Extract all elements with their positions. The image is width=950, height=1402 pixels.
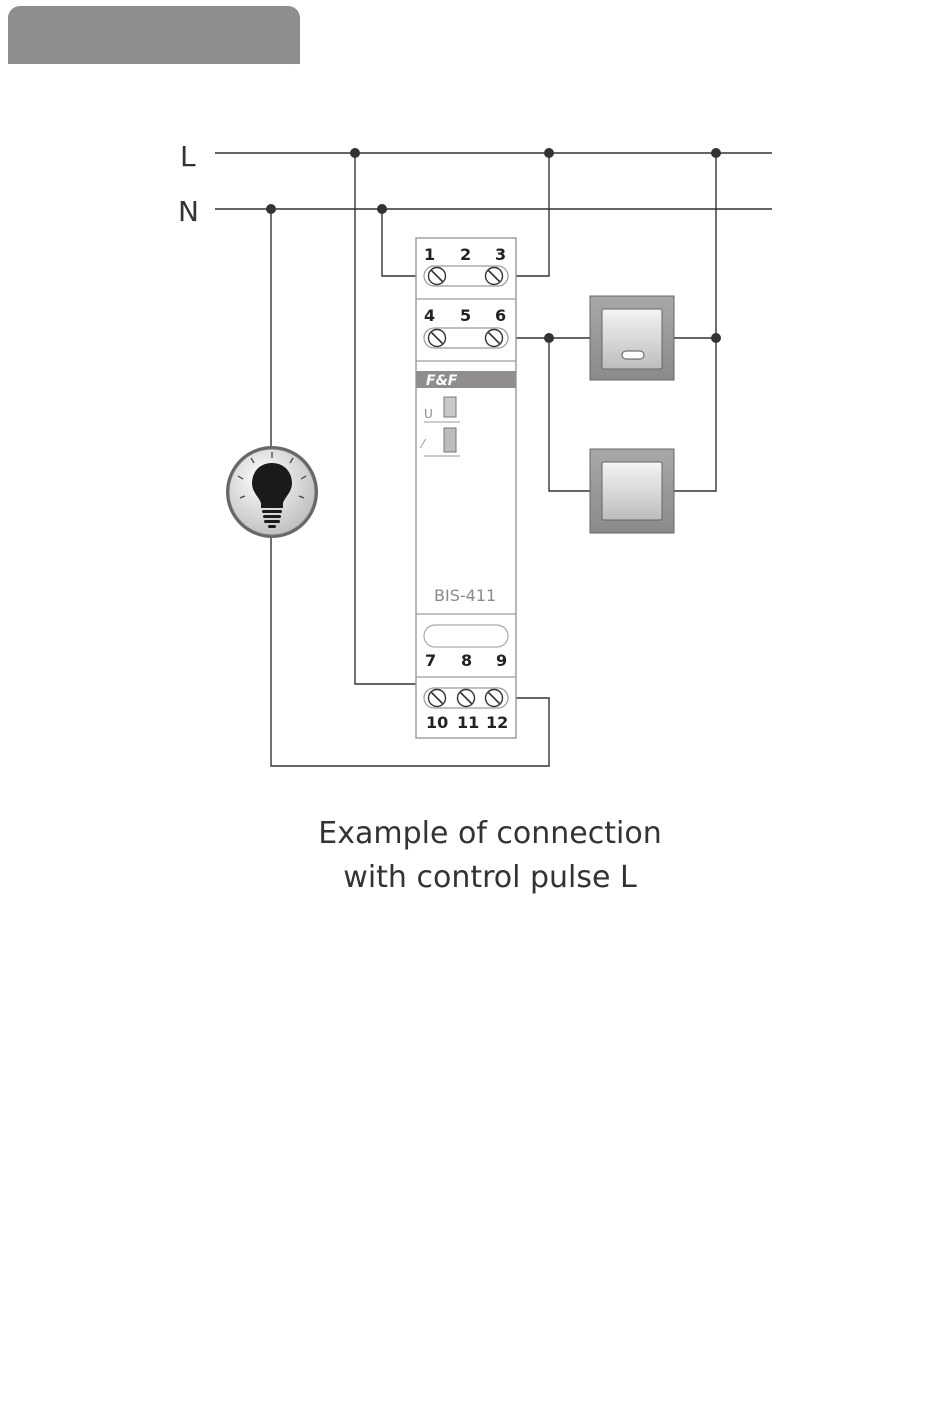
terminal-label: 3 [495, 245, 506, 264]
terminal-label: 8 [461, 651, 472, 670]
junction-dot [711, 148, 721, 158]
screw-terminal-3 [486, 268, 503, 285]
brand-logo: F&F [426, 373, 458, 389]
screw-terminal-1 [429, 268, 446, 285]
junction-dot [711, 333, 721, 343]
relay-device: 1 2 3 4 5 6 F&F U ⁄ BIS-411 7 8 9 [416, 238, 516, 738]
label-slot [424, 625, 508, 647]
junction-dot [266, 204, 276, 214]
junction-dot [377, 204, 387, 214]
light-bulb-icon [226, 446, 318, 538]
screw-terminal-10 [429, 690, 446, 707]
terminal-label: 5 [460, 306, 471, 325]
junction-dot [544, 148, 554, 158]
led-power-label: U [424, 407, 433, 421]
neutral-line-label: N [178, 195, 199, 228]
diagram-caption: Example of connection with control pulse… [250, 812, 730, 900]
led-power [444, 397, 456, 417]
terminal-label: 12 [486, 713, 508, 732]
screw-terminal-4 [429, 330, 446, 347]
wire-to-switch-2 [549, 338, 590, 491]
screw-terminal-6 [486, 330, 503, 347]
junction-dot [350, 148, 360, 158]
terminal-label: 9 [496, 651, 507, 670]
device-model: BIS-411 [434, 586, 496, 605]
terminal-label: 11 [457, 713, 479, 732]
terminal-label: 6 [495, 306, 506, 325]
caption-line-1: Example of connection [250, 812, 730, 856]
live-line-label: L [180, 140, 196, 173]
screw-terminal-12 [486, 690, 503, 707]
terminal-label: 2 [460, 245, 471, 264]
screw-terminal-11 [458, 690, 475, 707]
led-relay [444, 428, 456, 452]
terminal-label: 7 [425, 651, 436, 670]
caption-line-2: with control pulse L [250, 856, 730, 900]
terminal-label: 10 [426, 713, 448, 732]
push-button-switch-1 [590, 296, 674, 380]
terminal-label: 1 [424, 245, 435, 264]
junction-dot [544, 333, 554, 343]
wire-l-to-switches [674, 153, 716, 491]
push-button-switch-2 [590, 449, 674, 533]
terminal-label: 4 [424, 306, 435, 325]
switch-indicator-light [622, 351, 644, 359]
